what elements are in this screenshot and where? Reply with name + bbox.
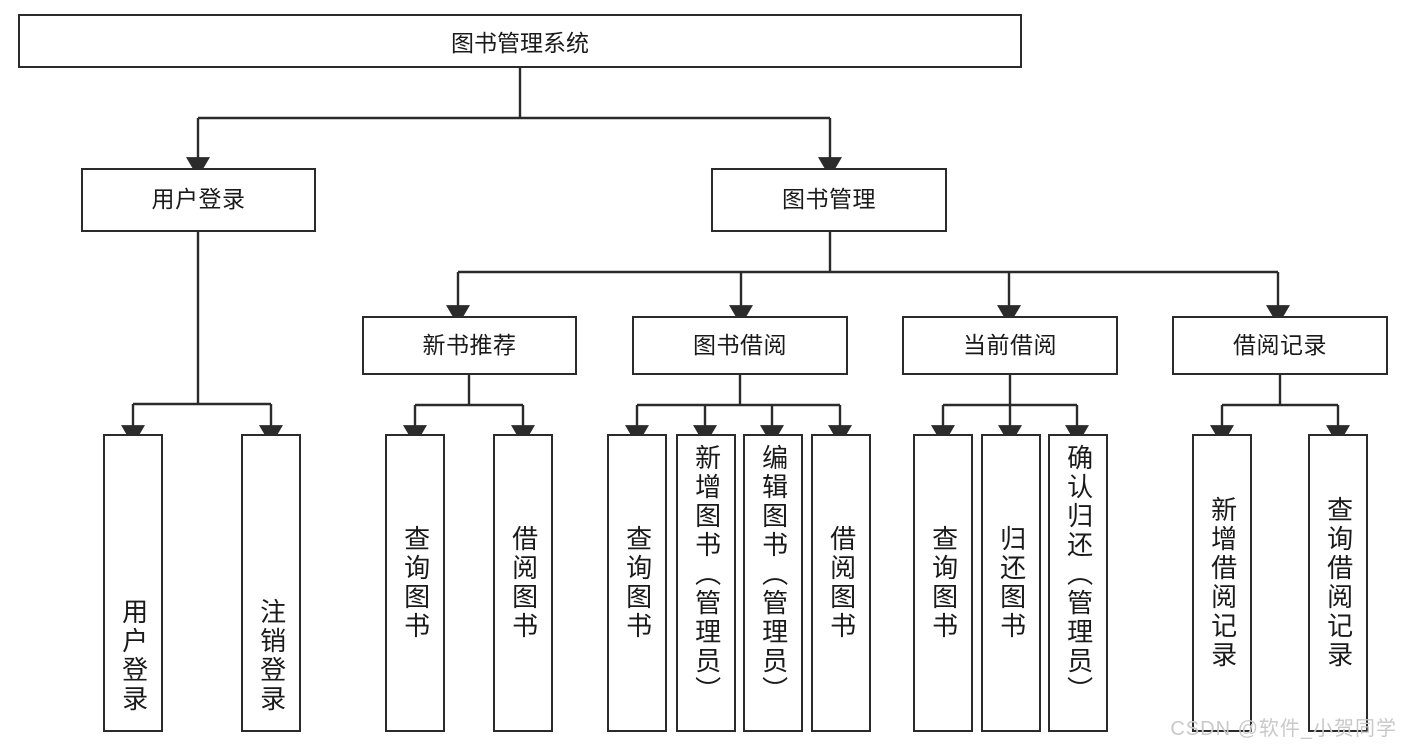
node-label: 图书借阅 bbox=[693, 331, 787, 358]
node-label: 查询图书 bbox=[622, 525, 653, 641]
node-label: 借阅图书 bbox=[826, 525, 857, 641]
leaf-record-add-borrow-record[interactable]: 新增借阅记录 bbox=[1192, 434, 1252, 732]
node-label: 图书管理系统 bbox=[451, 30, 589, 56]
node-label: 新书推荐 bbox=[422, 331, 517, 358]
node-root-library-system[interactable]: 图书管理系统 bbox=[18, 14, 1022, 68]
node-label: 确认归还（管理员） bbox=[1063, 444, 1094, 705]
watermark-text: CSDN @软件_小贺同学 bbox=[1170, 718, 1397, 740]
leaf-current-query-book[interactable]: 查询图书 bbox=[913, 434, 973, 732]
node-label: 编辑图书（管理员） bbox=[758, 444, 789, 705]
leaf-record-query-borrow-record[interactable]: 查询借阅记录 bbox=[1308, 434, 1368, 732]
node-label: 新增图书（管理员） bbox=[691, 444, 722, 705]
node-current-borrow[interactable]: 当前借阅 bbox=[902, 316, 1118, 375]
node-user-login[interactable]: 用户登录 bbox=[81, 168, 316, 232]
node-label: 查询借阅记录 bbox=[1323, 496, 1354, 670]
leaf-user-login-signin[interactable]: 用户登录 bbox=[103, 434, 163, 732]
leaf-borrow-query-book[interactable]: 查询图书 bbox=[607, 434, 667, 732]
leaf-current-return-book[interactable]: 归还图书 bbox=[981, 434, 1041, 732]
node-label: 归还图书 bbox=[996, 525, 1027, 641]
leaf-user-login-signout[interactable]: 注销登录 bbox=[241, 434, 301, 732]
node-label: 借阅图书 bbox=[508, 525, 539, 641]
leaf-borrow-edit-book-admin[interactable]: 编辑图书（管理员） bbox=[743, 434, 803, 732]
node-label: 查询图书 bbox=[400, 525, 431, 641]
node-label: 借阅记录 bbox=[1233, 331, 1327, 358]
leaf-new-book-query[interactable]: 查询图书 bbox=[385, 434, 445, 732]
node-book-management[interactable]: 图书管理 bbox=[711, 168, 947, 232]
leaf-borrow-borrow-book[interactable]: 借阅图书 bbox=[811, 434, 871, 732]
leaf-borrow-add-book-admin[interactable]: 新增图书（管理员） bbox=[676, 434, 736, 732]
node-book-borrow[interactable]: 图书借阅 bbox=[632, 316, 848, 375]
leaf-new-book-borrow[interactable]: 借阅图书 bbox=[493, 434, 553, 732]
leaf-current-confirm-return-admin[interactable]: 确认归还（管理员） bbox=[1048, 434, 1108, 732]
node-label: 用户登录 bbox=[118, 598, 149, 714]
node-new-book-recommend[interactable]: 新书推荐 bbox=[362, 316, 577, 375]
node-label: 图书管理 bbox=[782, 186, 876, 213]
node-label: 当前借阅 bbox=[963, 331, 1057, 358]
node-label: 注销登录 bbox=[256, 598, 287, 714]
node-label: 查询图书 bbox=[928, 525, 959, 641]
node-label: 新增借阅记录 bbox=[1207, 496, 1238, 670]
node-label: 用户登录 bbox=[151, 186, 246, 213]
node-borrow-record[interactable]: 借阅记录 bbox=[1172, 316, 1388, 375]
